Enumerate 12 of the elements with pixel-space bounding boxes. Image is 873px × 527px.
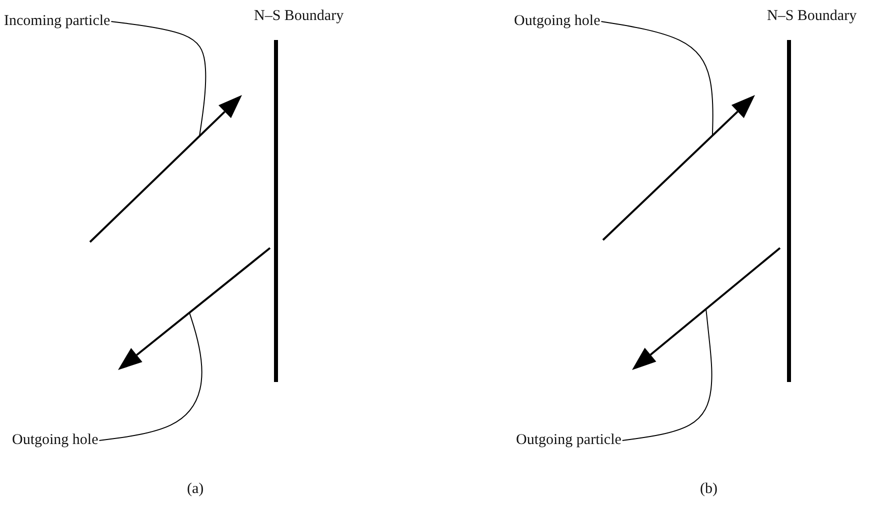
panel-label: (b)	[700, 481, 718, 498]
leader-line	[98, 312, 202, 441]
panel-label: (a)	[187, 481, 204, 498]
particle-label: Outgoing hole	[514, 13, 600, 30]
particle-label: Outgoing hole	[12, 432, 98, 449]
boundary-label: N–S Boundary	[767, 8, 857, 25]
boundary-label: N–S Boundary	[254, 8, 344, 25]
leader-line	[110, 21, 206, 137]
particle-label: Incoming particle	[4, 13, 110, 30]
leader-line	[600, 21, 714, 136]
leader-line	[622, 308, 712, 441]
particle-label: Outgoing particle	[516, 432, 622, 449]
